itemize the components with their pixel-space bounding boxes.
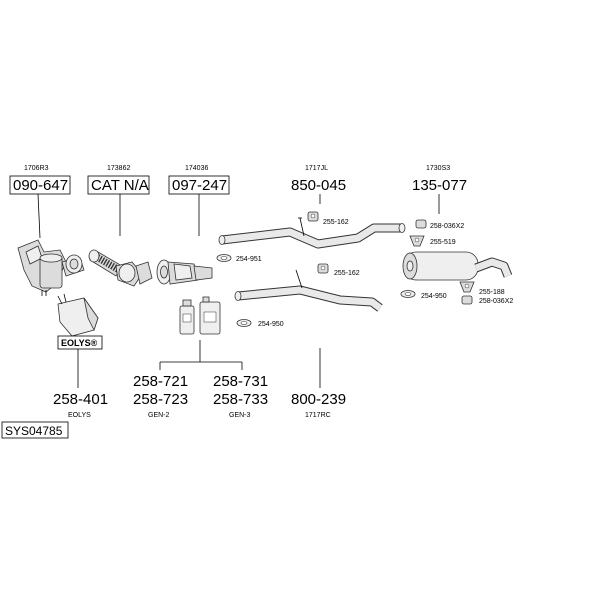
mid-pipe-label-group: 1717JL 850-045: [291, 165, 346, 204]
hanger-255-519-label: 255-519: [430, 239, 456, 246]
rubber-258-036-bottom: 258-036X2: [461, 295, 513, 305]
cat3-label-group: 174036 097-247: [168, 165, 230, 236]
gasket-254-950-right-label: 254-950: [421, 293, 447, 300]
eolys-badge-box: [57, 335, 103, 350]
rear-silencer-number[interactable]: 135-077: [412, 177, 467, 194]
catalyst-3-drawing: [156, 259, 213, 285]
cat2-ref: 173862: [107, 165, 130, 172]
cat2-number-box: [87, 175, 150, 195]
gasket-254-951: 254-951: [216, 254, 262, 263]
front-pipe-drawing: [234, 269, 383, 312]
cat3-number[interactable]: 097-247: [172, 177, 227, 194]
hanger-255-188-label: 255-188: [479, 289, 505, 296]
catalyst-1-drawing: [17, 239, 85, 296]
gasket-254-950-right: 254-950: [400, 290, 447, 300]
rubber-258-036-bottom-label: 258-036X2: [479, 298, 513, 305]
rear-silencer-ref: 1730S3: [426, 165, 450, 172]
catalyst-2-drawing: [88, 249, 153, 287]
hanger-255-519: 255-519: [409, 235, 456, 247]
additive-gen2-number-a[interactable]: 258-721: [133, 373, 188, 390]
additive-gen2-caption: GEN-2: [148, 412, 170, 419]
rubber-258-036-top: 258-036X2: [415, 219, 464, 230]
additive-bottles-drawing: [179, 296, 221, 335]
clamp-255-162-mid-label: 255-162: [334, 270, 360, 277]
cat1-ref: 1706R3: [24, 165, 49, 172]
gasket-254-950-left-label: 254-950: [258, 321, 284, 328]
eolys-number[interactable]: 258-401: [53, 391, 108, 408]
cat2-label-group: 173862 CAT N/A: [87, 165, 150, 236]
cat2-number[interactable]: CAT N/A: [91, 177, 149, 194]
diagram-id: SYS04785: [5, 424, 63, 438]
eolys-badge: EOLYS®: [61, 338, 98, 348]
diagram-id-box: [1, 421, 69, 439]
clamp-255-162-top-label: 255-162: [323, 219, 349, 226]
additive-gen3-number-a[interactable]: 258-731: [213, 373, 268, 390]
front-pipe-caption: 1717RC: [305, 412, 331, 419]
cat1-label-group: 1706R3 090-647: [9, 165, 71, 239]
clamp-255-162-top: 255-162: [307, 211, 349, 226]
eolys-caption: EOLYS: [68, 412, 91, 419]
eolys-tank-drawing: [57, 293, 99, 337]
cat1-number[interactable]: 090-647: [13, 177, 68, 194]
cat1-leader-line: [37, 193, 41, 239]
hanger-255-188: 255-188: [459, 281, 505, 296]
rubber-258-036-top-label: 258-036X2: [430, 223, 464, 230]
gasket-254-950-left: 254-950: [236, 319, 284, 328]
gasket-254-951-label: 254-951: [236, 256, 262, 263]
rear-silencer-drawing: [402, 251, 513, 281]
additive-gen3-number-b[interactable]: 258-733: [213, 391, 268, 408]
mid-pipe-drawing: [218, 217, 406, 249]
additive-leader-lines: [159, 340, 243, 370]
mid-pipe-number[interactable]: 850-045: [291, 177, 346, 194]
cat1-number-box: [9, 175, 71, 195]
clamp-255-162-mid: 255-162: [317, 263, 360, 277]
additive-gen2-number-b[interactable]: 258-723: [133, 391, 188, 408]
mid-pipe-ref: 1717JL: [305, 165, 328, 172]
cat3-ref: 174036: [185, 165, 208, 172]
additive-gen3-caption: GEN-3: [229, 412, 251, 419]
front-pipe-number[interactable]: 800-239: [291, 391, 346, 408]
rear-silencer-label-group: 1730S3 135-077: [412, 165, 467, 214]
